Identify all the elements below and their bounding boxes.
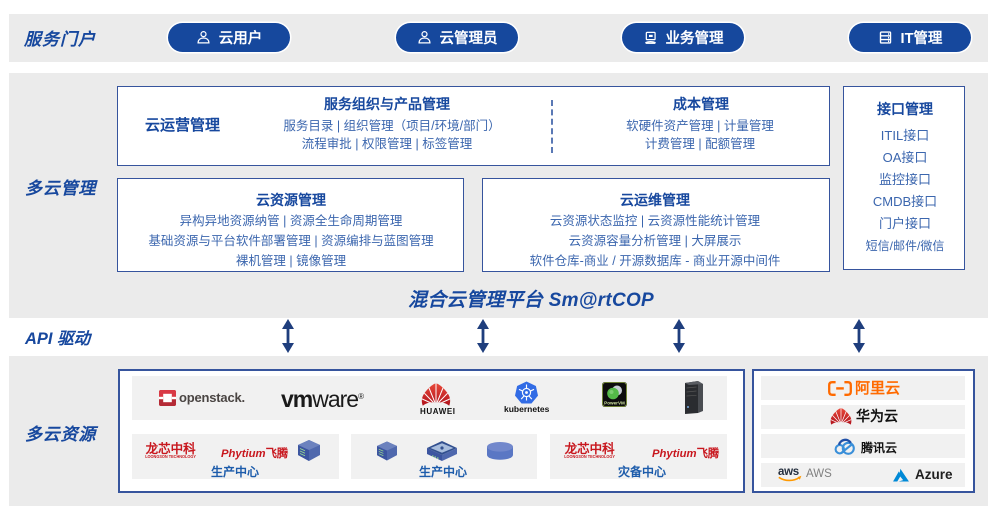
svg-text:aws: aws xyxy=(778,466,799,478)
svg-text:PowerVM: PowerVM xyxy=(604,401,625,406)
